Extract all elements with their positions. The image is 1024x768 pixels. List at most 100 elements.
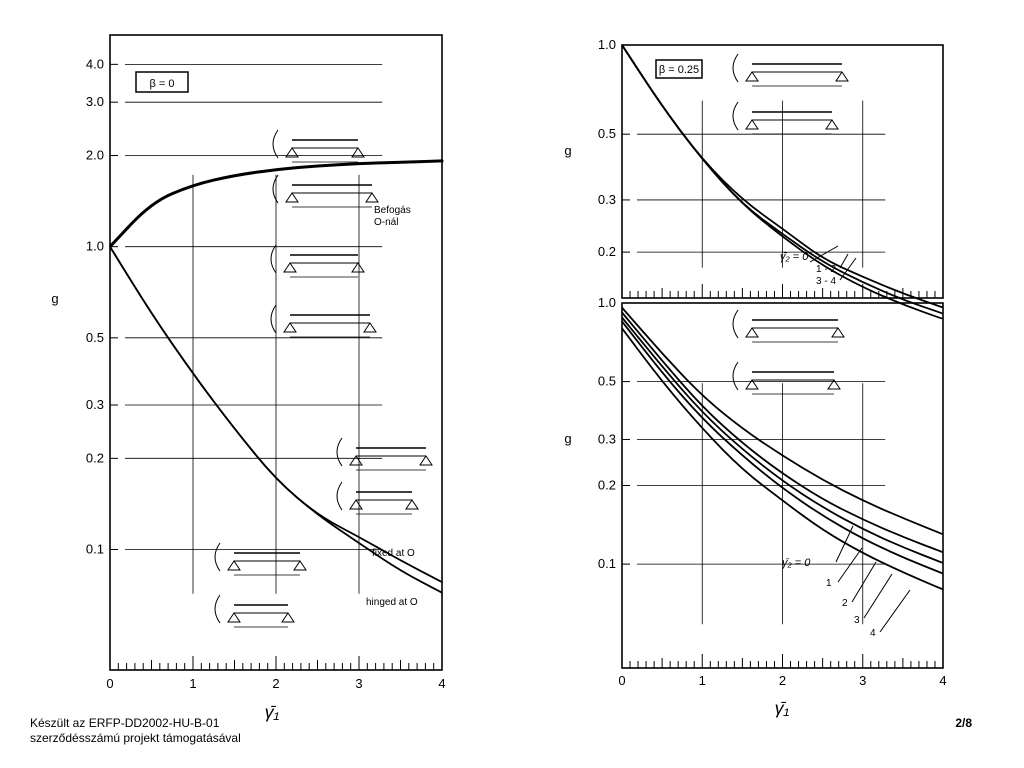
- support-right: [405, 499, 419, 510]
- series-line-2: [109, 246, 443, 584]
- parameter-box: [655, 59, 703, 79]
- leader-line: [839, 257, 857, 281]
- parameter-box: [135, 71, 189, 93]
- moment-arrow: [272, 129, 279, 159]
- support-left: [227, 560, 241, 571]
- moment-arrow: [272, 174, 279, 204]
- beam-sketch-5: [336, 437, 433, 471]
- series-line-0: [108, 159, 444, 248]
- y-tick-label: 0.1: [598, 556, 616, 571]
- leader-line: [835, 525, 854, 563]
- footer-credit: Készült az ERFP-DD2002-HU-B-01 szerződés…: [30, 716, 241, 746]
- support-left: [745, 327, 759, 338]
- parameter-label: β = 0.25: [659, 64, 699, 76]
- y-axis-label: g: [564, 143, 571, 158]
- support-left: [745, 119, 759, 130]
- y-tick-label: 0.2: [86, 450, 104, 465]
- curve-label-3-4: 3 - 4: [816, 276, 836, 287]
- y-tick-label: 1.0: [598, 295, 616, 310]
- curve-label-0: γ̄₂ = 0: [780, 251, 809, 263]
- moment-arrow: [214, 594, 221, 624]
- beam-sketch-6: [336, 481, 419, 515]
- y-tick-label: 0.1: [86, 541, 104, 556]
- support-right: [825, 119, 839, 130]
- support-right: [351, 262, 365, 273]
- leader-line: [863, 573, 893, 619]
- support-right: [365, 192, 379, 203]
- support-right: [835, 71, 849, 82]
- curve-label-1-2: 1 - 2: [816, 264, 836, 275]
- y-tick-label: 0.5: [86, 330, 104, 345]
- y-tick-label: 0.5: [598, 126, 616, 141]
- leader-line: [839, 253, 849, 269]
- moment-arrow: [732, 361, 739, 391]
- moment-arrow: [270, 304, 277, 334]
- moment-arrow: [732, 309, 739, 339]
- x-tick-label: 4: [438, 676, 445, 691]
- y-tick-label: 0.2: [598, 244, 616, 259]
- support-left: [285, 192, 299, 203]
- support-right: [419, 455, 433, 466]
- y-axis-label: g: [564, 431, 571, 446]
- y-tick-label: 1.0: [86, 239, 104, 254]
- support-right: [363, 322, 377, 333]
- beam-sketch-1: [272, 129, 365, 163]
- moment-arrow: [732, 53, 739, 83]
- beam-sketch-11: [732, 309, 845, 343]
- support-left: [283, 322, 297, 333]
- x-tick-label: 1: [189, 676, 196, 691]
- y-tick-label: 3.0: [86, 94, 104, 109]
- x-tick-label: 3: [859, 673, 866, 688]
- x-axis-label: γ̄₁: [265, 702, 280, 722]
- curve-label-1: 1: [826, 578, 832, 589]
- series-line-1: [621, 320, 944, 575]
- x-tick-label: 2: [272, 676, 279, 691]
- y-tick-label: 0.2: [598, 478, 616, 493]
- beam-sketch-12: [732, 361, 841, 395]
- moment-arrow: [214, 542, 221, 572]
- support-left: [349, 455, 363, 466]
- annotation-fixed: fixed at O: [372, 548, 415, 559]
- x-axis-label: γ̄₁: [775, 698, 790, 718]
- support-left: [227, 612, 241, 623]
- y-tick-label: 0.3: [598, 192, 616, 207]
- moment-arrow: [270, 244, 277, 274]
- support-right: [827, 379, 841, 390]
- x-tick-label: 1: [699, 673, 706, 688]
- curve-label-g2: γ̄₂ = 0: [782, 557, 811, 569]
- support-left: [745, 71, 759, 82]
- series-line-2: [621, 44, 944, 320]
- leader-line: [809, 245, 839, 263]
- y-tick-label: 2.0: [86, 148, 104, 163]
- beam-sketch-7: [214, 542, 307, 576]
- support-left: [745, 379, 759, 390]
- moment-arrow: [336, 481, 343, 511]
- x-tick-label: 4: [939, 673, 946, 688]
- curve-label-2: 2: [842, 598, 848, 609]
- y-tick-label: 4.0: [86, 56, 104, 71]
- footer-credit-line1: Készült az ERFP-DD2002-HU-B-01: [30, 716, 220, 730]
- moment-arrow: [336, 437, 343, 467]
- x-tick-label: 0: [106, 676, 113, 691]
- annotation-o-nal: O-nál: [374, 217, 398, 228]
- leader-line: [879, 589, 911, 633]
- page-number: 2/8: [955, 716, 972, 730]
- leader-line: [837, 547, 863, 583]
- beam-sketch-4: [270, 304, 377, 338]
- support-right: [281, 612, 295, 623]
- y-tick-label: 0.5: [598, 374, 616, 389]
- beam-sketch-3: [270, 244, 365, 278]
- beam-sketch-8: [214, 594, 295, 628]
- x-tick-label: 0: [618, 673, 625, 688]
- support-left: [349, 499, 363, 510]
- footer-credit-line2: szerződésszámú projekt támogatásával: [30, 731, 241, 745]
- y-tick-label: 0.3: [86, 397, 104, 412]
- series-line-4: [621, 307, 944, 536]
- chart-panel-1: 1.0 0.5 0.3 0.2 g β = 0.25: [564, 37, 944, 320]
- series-line-0: [621, 327, 944, 591]
- support-right: [351, 147, 365, 158]
- series-line-2: [621, 316, 944, 564]
- curve-label-3: 3: [854, 615, 860, 626]
